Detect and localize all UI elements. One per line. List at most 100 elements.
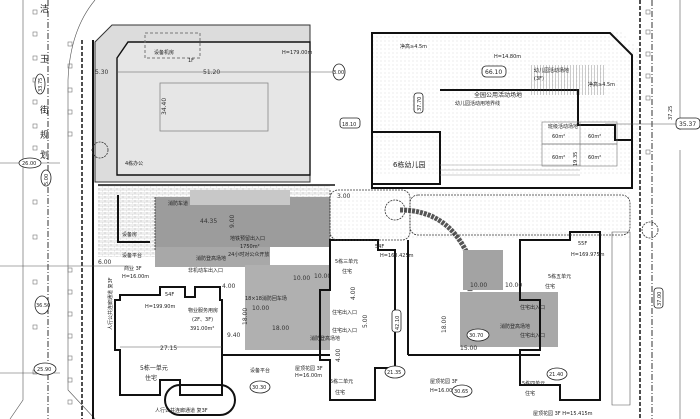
- fire-turnaround-label: 18×18消防回车场: [245, 295, 287, 302]
- floor-label: (3F): [534, 76, 544, 82]
- room-label: 设备平台: [122, 252, 142, 259]
- dimension-label: 9.00: [229, 214, 236, 228]
- dimension-label: 4.00: [350, 286, 357, 300]
- street-trees: [32, 9, 73, 405]
- building-label: 5栋四单元: [522, 380, 545, 387]
- road-name-char: 划: [40, 149, 49, 161]
- elevation-label: 42.10: [395, 316, 401, 330]
- dimension-label: 10.00: [314, 273, 331, 280]
- elevation-label: 3.00: [337, 193, 351, 200]
- clearance-label: 净高≥4.5m: [400, 43, 427, 50]
- elevation-label: 30.70: [469, 333, 483, 339]
- use-label: 住宅: [145, 374, 157, 382]
- elevation-label: 37.00: [657, 292, 663, 306]
- area-label: 班级活动场地: [548, 123, 578, 130]
- use-label: 住宅: [545, 283, 555, 290]
- entrance-label: 住宅出入口: [332, 309, 357, 316]
- dimension-label: 5.30: [95, 69, 109, 76]
- dimension-label: 15.00: [460, 345, 477, 352]
- elevation-label: 30.65: [454, 389, 468, 395]
- elevation-label: 26.00: [22, 161, 36, 167]
- height-label: H=179.00m: [282, 50, 312, 56]
- use-label: 住宅: [335, 389, 345, 396]
- unit-1-building: 54F H=199.90m 27.15 5栋一单元 住宅 物业服务用房 (2F、…: [114, 286, 223, 396]
- elevation-label: 19.35: [573, 152, 579, 166]
- dimension-label: 34.40: [161, 98, 168, 115]
- dimension-label: 10.00: [252, 305, 269, 312]
- clearance-label: 净高≥4.5m: [588, 81, 615, 88]
- area-label: 391.00m²: [190, 326, 214, 332]
- metro-hours-label: 24小时对公众开放: [228, 251, 269, 258]
- building-label: 4栋办公: [125, 160, 143, 167]
- elevation-markers: 26.00 33.75 5.00 36.50 25.90 3.00 18.10 …: [18, 63, 700, 398]
- room-label: 设备房: [122, 231, 137, 238]
- walkway-label: 人行公共连廊通道 复3F: [155, 407, 208, 414]
- fire-climb-area-label: 消防登高场地: [196, 255, 226, 262]
- dimension-label: 44.35: [200, 218, 217, 225]
- equipment-room-label: 设备机房: [154, 49, 174, 56]
- elevation-label: 37.25: [668, 106, 674, 120]
- dimension-label: 6.00: [98, 259, 112, 266]
- dimension-label: 4.00: [222, 283, 236, 290]
- boundary-label: 幼儿园活动用地界线: [455, 100, 500, 107]
- height-label: H=16.00m: [430, 388, 457, 394]
- elevation-label: 33.75: [38, 78, 44, 92]
- fire-climb-area-label: 消防登高场地: [310, 335, 340, 342]
- height-label: H=14.80m: [494, 54, 521, 60]
- west-road: 洁 玉 街 规 划: [0, 0, 130, 419]
- top-left-building: 设备机房 1F H=179.00m 51.20 5.30 34.40 4栋办公: [94, 24, 340, 183]
- floor-label: 1F: [188, 58, 194, 64]
- height-label: H=199.90m: [145, 304, 175, 310]
- area-label: 全园公用活动场地: [474, 91, 522, 99]
- landscape-trees: [91, 141, 659, 241]
- use-label: 住宅: [342, 268, 352, 275]
- height-label: H=16.00m: [122, 274, 149, 280]
- area-value: 60m²: [588, 155, 601, 161]
- building-label: 5栋一单元: [140, 364, 168, 372]
- building-label: 5栋二单元: [330, 378, 353, 385]
- building-label: 5栋五单元: [548, 273, 571, 280]
- dimension-label: 10.00: [505, 282, 522, 289]
- elevation-label: 66.10: [485, 69, 502, 76]
- area-value: 60m²: [552, 134, 565, 140]
- elevation-label: 37.70: [417, 97, 423, 111]
- dimension-label: 18.00: [441, 316, 448, 333]
- property-office-label: 物业服务用房: [188, 307, 218, 314]
- height-label: H=16.00m: [295, 373, 322, 379]
- central-courtyard: 消防车道 44.35 9.00 地铁预留出入口 1750m² 24小时对公众开放…: [98, 184, 630, 350]
- road-name-char: 玉: [40, 54, 49, 65]
- walkway-label: 人行公共连廊通道 复3F: [107, 277, 114, 330]
- height-label: H=169.975m: [571, 252, 605, 258]
- area-value: 60m²: [552, 155, 565, 161]
- metro-entrance-label: 地铁预留出入口: [230, 235, 265, 242]
- dimension-label: 9.40: [227, 332, 241, 339]
- floors-label: 55F: [578, 241, 587, 247]
- dimension-label: 27.15: [160, 345, 177, 352]
- roof-garden-label: 屋顶花园 3F: [295, 365, 323, 372]
- road-name-char: 规: [40, 130, 49, 141]
- roof-garden-label: 屋顶花园 3F H=15.415m: [533, 410, 593, 417]
- roof-garden-label: 屋顶花园 3F: [430, 378, 458, 385]
- kindergarten-track: [440, 164, 580, 176]
- elevation-label: 18.10: [342, 122, 356, 128]
- entrance-label: 住宅出入口: [520, 304, 545, 311]
- use-label: 住宅: [525, 390, 535, 397]
- fire-climb-area-label: 消防登高场地: [500, 323, 530, 330]
- elevation-label: 5.00: [44, 174, 50, 185]
- fire-lane-label: 消防车道: [168, 200, 188, 207]
- building-label: 6栋幼儿园: [393, 160, 425, 169]
- road-name-char: 街: [40, 104, 49, 116]
- metro-area-label: 1750m²: [240, 244, 260, 250]
- floors-label: 54F: [165, 292, 174, 298]
- dimension-label: 10.00: [470, 282, 487, 289]
- elevation-label: 3.00: [333, 70, 344, 76]
- building-label: 5栋三单元: [335, 258, 358, 265]
- elevation-label: 30.30: [252, 385, 266, 391]
- entrance-label: 住宅出入口: [520, 332, 545, 339]
- room-label: 设备平台: [250, 367, 270, 374]
- elevation-label: 21.40: [549, 372, 563, 378]
- east-road: [605, 0, 700, 419]
- elevation-label: 36.50: [36, 303, 50, 309]
- dimension-label: 18.00: [242, 308, 249, 325]
